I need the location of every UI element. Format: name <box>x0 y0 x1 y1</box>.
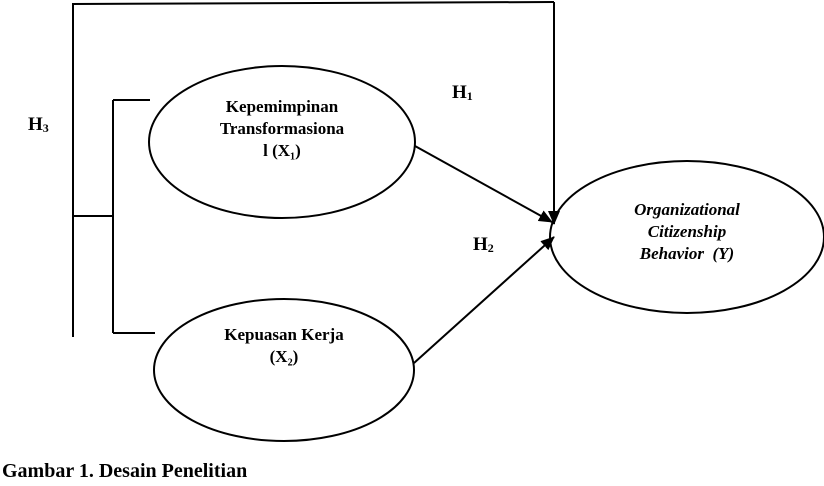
node-x2-label: Kepuasan Kerja (X₂) <box>184 324 384 368</box>
node-x1-label: Kepemimpinan Transformasiona l (X₁) <box>182 96 382 162</box>
figure-caption: Gambar 1. Desain Penelitian <box>2 460 248 482</box>
hypothesis-h1-label: H1 <box>452 82 473 103</box>
hypothesis-h2-label: H2 <box>473 234 494 255</box>
node-y-line1: Organizational <box>634 200 740 219</box>
hypothesis-h3-label: H3 <box>28 114 49 135</box>
node-y-label: Organizational Citizenship Behavior (Y) <box>587 199 787 265</box>
h1-arrow <box>414 145 553 223</box>
h2-arrow <box>413 236 555 364</box>
node-x2-line1: Kepuasan Kerja <box>224 325 344 344</box>
node-y-line3: Behavior (Y) <box>639 244 735 263</box>
node-x1-ellipse <box>148 65 416 219</box>
node-x1-line2: Transformasiona <box>219 119 345 138</box>
node-x2-line2: (X₂) <box>269 347 299 366</box>
node-x1-line1: Kepemimpinan <box>225 97 339 116</box>
node-x2-ellipse <box>153 298 415 442</box>
node-y-line2: Citizenship <box>647 222 727 241</box>
h3-top-horizontal-line <box>71 1 555 5</box>
node-x1-line3: l (X₁) <box>263 141 301 160</box>
